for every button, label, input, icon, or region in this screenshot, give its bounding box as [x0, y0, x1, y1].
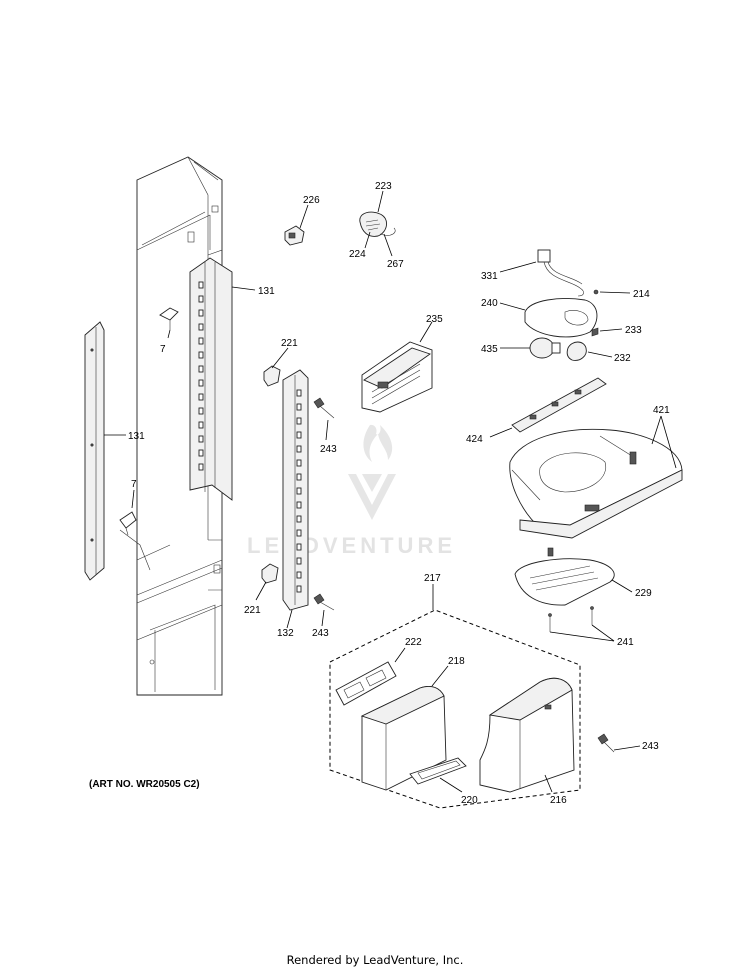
- part-226-clip: [284, 225, 305, 246]
- part-221-clip-lower: [261, 563, 279, 584]
- part-7-screw-lower: [119, 511, 137, 536]
- bracket-slot: [296, 445, 302, 453]
- part-240-light-housing: [524, 298, 598, 338]
- part-424-control-board: [511, 377, 607, 433]
- part-229-tray: [514, 547, 615, 606]
- part-235-cover: [361, 341, 433, 413]
- callout-243-middle: 243: [312, 628, 329, 639]
- callout-221-lower: 221: [244, 605, 261, 616]
- callout-218: 218: [448, 656, 465, 667]
- leader-lines: [104, 190, 677, 793]
- callout-421: 421: [653, 405, 670, 416]
- callout-131-channel: 131: [128, 431, 145, 442]
- callout-435: 435: [481, 344, 498, 355]
- callout-233: 233: [625, 325, 642, 336]
- bracket-slot: [296, 417, 302, 425]
- bracket-slot: [296, 529, 302, 537]
- callout-226: 226: [303, 195, 320, 206]
- callout-241: 241: [617, 637, 634, 648]
- callout-labels: 131 131 7 7 226 223 224 267 221 221 243 …: [128, 181, 670, 806]
- part-221-clip-upper: [263, 365, 281, 387]
- part-331-harness: [537, 249, 584, 297]
- part-216-duct: [479, 677, 575, 793]
- part-243-screw-middle: [313, 593, 335, 611]
- callout-240: 240: [481, 298, 498, 309]
- bracket-slot: [198, 337, 204, 345]
- bracket-slot: [296, 473, 302, 481]
- leadventure-watermark-logo: [348, 424, 396, 520]
- bracket-slot: [296, 403, 302, 411]
- part-241-pins: [548, 606, 594, 632]
- callout-224: 224: [349, 249, 366, 260]
- bracket-slot: [198, 449, 204, 457]
- callout-243-upper: 243: [320, 444, 337, 455]
- callout-223: 223: [375, 181, 392, 192]
- callout-216: 216: [550, 795, 567, 806]
- rendered-by-footer: Rendered by LeadVenture, Inc.: [286, 953, 464, 967]
- bracket-slot: [296, 557, 302, 565]
- part-7-screw-upper: [159, 307, 179, 330]
- part-131-bracket: [189, 257, 233, 501]
- callout-232: 232: [614, 353, 631, 364]
- callout-214: 214: [633, 289, 650, 300]
- part-131-channel-left: [84, 321, 105, 581]
- bracket-slot: [198, 393, 204, 401]
- bracket-slot: [296, 571, 302, 579]
- callout-7-upper: 7: [160, 344, 166, 355]
- part-435-bulb: [529, 337, 561, 359]
- callout-217: 217: [424, 573, 441, 584]
- callout-131-bracket: 131: [258, 286, 275, 297]
- part-233-fastener: [591, 327, 599, 337]
- bracket-slot: [296, 585, 302, 593]
- part-232-socket: [566, 341, 587, 361]
- bracket-slot: [198, 421, 204, 429]
- callout-243-lower: 243: [642, 741, 659, 752]
- callout-235: 235: [426, 314, 443, 325]
- callout-424: 424: [466, 434, 483, 445]
- callout-7-lower: 7: [131, 479, 137, 490]
- callout-267: 267: [387, 259, 404, 270]
- bracket-slot: [198, 323, 204, 331]
- callout-331: 331: [481, 271, 498, 282]
- part-223-sensor: [359, 211, 396, 237]
- art-number-label: (ART NO. WR20505 C2): [89, 779, 200, 790]
- part-218-duct-cover: [360, 685, 447, 791]
- callout-220: 220: [461, 795, 478, 806]
- bracket-slot: [198, 365, 204, 373]
- bracket-slot: [296, 459, 302, 467]
- bracket-slot: [296, 543, 302, 551]
- callout-221-upper: 221: [281, 338, 298, 349]
- bracket-slot: [198, 435, 204, 443]
- bracket-slot: [198, 295, 204, 303]
- bracket-slot: [198, 351, 204, 359]
- bracket-slot: [198, 407, 204, 415]
- callout-229: 229: [635, 588, 652, 599]
- part-243-screw-upper: [313, 397, 335, 419]
- callout-132: 132: [277, 628, 294, 639]
- bracket-slot: [296, 515, 302, 523]
- part-132-bracket: [282, 369, 309, 611]
- bracket-slot: [296, 487, 302, 495]
- part-243-screw-lower: [597, 733, 615, 753]
- part-220-gasket: [409, 757, 467, 785]
- bracket-slot: [296, 389, 302, 397]
- bracket-slot: [198, 379, 204, 387]
- bracket-slot: [296, 431, 302, 439]
- part-214-screw: [593, 289, 599, 295]
- part-421-housing: [509, 428, 683, 539]
- watermark-text: LEADVENTURE: [247, 533, 456, 558]
- part-217-kit-outline: [329, 609, 581, 809]
- bracket-slot: [296, 501, 302, 509]
- bracket-slot: [198, 463, 204, 471]
- bracket-slot: [198, 281, 204, 289]
- callout-222: 222: [405, 637, 422, 648]
- bracket-slot: [198, 309, 204, 317]
- part-222-gasket: [335, 661, 397, 706]
